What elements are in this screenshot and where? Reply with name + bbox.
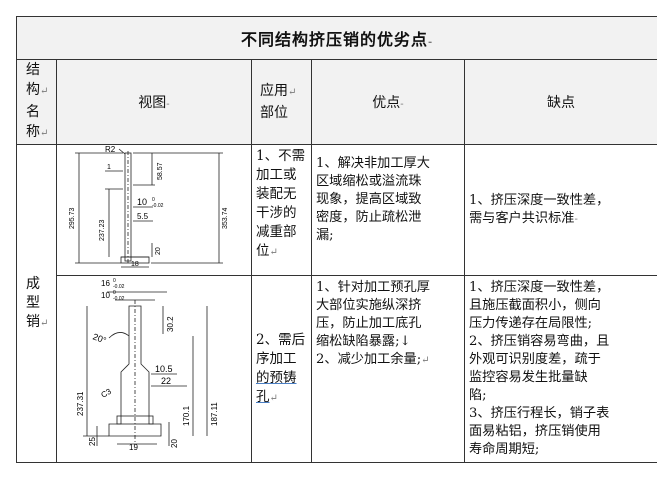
dim-angle-20: 20° (91, 332, 108, 346)
dim-1: 1 (107, 164, 111, 171)
header-application-line: 部位 (260, 105, 288, 121)
leader-r2 (118, 148, 126, 155)
row2-pros: 1、针对加工预孔厚 大部位实施纵深挤 压，防止加工底孔 缩松缺陷暴露;↓ 2、减… (311, 275, 465, 463)
row-name-forming-pin: 成 型 销↵ (16, 144, 57, 463)
dim-10-tol-upper: 0 (152, 197, 155, 203)
dim-25: 25 (88, 437, 97, 446)
pin-drawing-2: 16 0 -0.02 10 0 -0.02 30.2 20° 10.5 22 2… (76, 278, 219, 452)
row2-application: 2、需后 序加工 的预铸 孔↵ (251, 275, 312, 463)
header-structure-line: 构↵ (26, 82, 49, 98)
row2-cons: 1、挤压深度一致性差， 且施压截面积小，侧向 压力传递存在局限性; 2、挤压销容… (463, 275, 657, 463)
drawing-cell-2: 16 0 -0.02 10 0 -0.02 30.2 20° 10.5 22 2… (56, 275, 252, 463)
dim-10-tol-upper: 0 (113, 290, 116, 296)
row1-pros: 1、解决非加工厚大 区域缩松或溢流珠 现象，提高区域致 密度，防止疏松泄 漏; (311, 144, 465, 276)
dim-23723: 237.23 (99, 219, 106, 241)
para-mark: - (427, 37, 434, 48)
dim-20: 20 (170, 439, 179, 448)
dim-22: 22 (161, 376, 171, 386)
header-structure-line: 名 (26, 104, 40, 120)
pin-collar (116, 415, 154, 425)
pin-head (120, 256, 150, 264)
header-application-line: 应用↵ (260, 83, 297, 99)
dim-29573: 295.73 (69, 207, 76, 229)
dim-16-tol-upper: 0 (113, 278, 116, 284)
dim-105: 10.5 (155, 364, 173, 374)
dim-16: 16 (101, 279, 110, 288)
title-text: 不同结构挤压销的优劣点 (240, 30, 428, 49)
comparison-table: 不同结构挤压销的优劣点- 结 构↵ 名 称↵ 视图- 应用↵ 部位 优点- 缺点… (15, 16, 657, 463)
row1-application: 1、不需 加工或 装配无 干涉的 减重部 位↵ (251, 144, 312, 276)
dim-10: 10 (137, 197, 147, 207)
dim-10: 10 (101, 291, 110, 300)
dim-302: 30.2 (166, 316, 175, 332)
dim-c3: C3 (100, 387, 114, 400)
header-application: 应用↵ 部位 (251, 59, 312, 145)
dim-5857: 58.57 (157, 162, 164, 180)
dim-18711: 187.11 (210, 402, 219, 426)
header-pros: 优点- (311, 59, 465, 145)
dim-35374: 353.74 (222, 207, 229, 229)
angle-arc (108, 332, 130, 339)
pin-drawing-1: R2 1 58.57 10 0 -0.02 5.5 295.73 237.23 … (69, 145, 229, 268)
row1-cons: 1、挤压深度一致性差， 需与客户共识标准- (463, 144, 657, 276)
header-view: 视图- (56, 59, 252, 145)
header-structure-line: 称↵ (26, 124, 49, 140)
dim-10-tol-lower: -0.02 (152, 203, 164, 209)
header-structure-name: 结 构↵ 名 称↵ (16, 59, 57, 145)
dim-1701: 170.1 (182, 405, 191, 426)
dim-10-tol-lower: -0.02 (113, 296, 125, 302)
dim-16-tol-lower: -0.02 (113, 284, 125, 290)
dim-18: 18 (131, 261, 139, 268)
header-structure-line: 结 (26, 62, 40, 78)
dim-23731: 237.31 (76, 391, 85, 416)
dim-19: 19 (129, 443, 138, 452)
drawing-cell-1: R2 1 58.57 10 0 -0.02 5.5 295.73 237.23 … (56, 144, 252, 276)
header-cons: 缺点 (463, 59, 657, 145)
pin-outline (108, 305, 162, 437)
table-title: 不同结构挤压销的优劣点- (15, 16, 657, 60)
dim-r2: R2 (105, 145, 116, 154)
dim-20: 20 (155, 247, 162, 255)
document: 不同结构挤压销的优劣点- 结 构↵ 名 称↵ 视图- 应用↵ 部位 优点- 缺点… (15, 16, 657, 490)
dim-55: 5.5 (137, 212, 149, 221)
